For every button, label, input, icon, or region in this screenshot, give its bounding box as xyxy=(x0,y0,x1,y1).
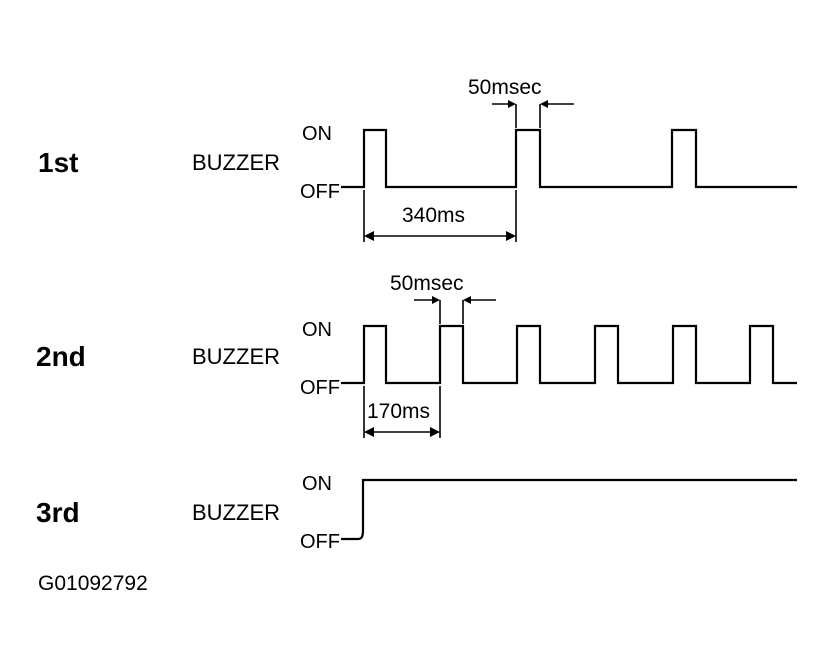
waveform-3rd xyxy=(341,478,797,541)
on-width-label-1st: 50msec xyxy=(468,76,542,99)
on-width-label-2nd: 50msec xyxy=(390,272,464,295)
on-label-1st: ON xyxy=(302,123,332,145)
waveform-2nd xyxy=(341,324,797,385)
stage-label-1st: 1st xyxy=(38,147,78,178)
row-3rd: 3rd BUZZER ON OFF xyxy=(36,473,797,553)
figure-id: G01092792 xyxy=(38,572,148,595)
on-width-dimension-1st: 50msec xyxy=(468,76,574,128)
off-label-1st: OFF xyxy=(300,181,340,203)
row-1st: 1st BUZZER ON OFF 50msec 340ms xyxy=(38,76,797,242)
on-label-2nd: ON xyxy=(302,319,332,341)
period-dimension-2nd: 170ms xyxy=(363,386,441,438)
period-label-1st: 340ms xyxy=(402,204,465,227)
period-label-2nd: 170ms xyxy=(367,400,430,423)
signal-label-2nd: BUZZER xyxy=(192,344,280,369)
stage-label-3rd: 3rd xyxy=(36,497,80,528)
period-dimension-1st: 340ms xyxy=(363,190,517,242)
signal-label-1st: BUZZER xyxy=(192,150,280,175)
off-label-2nd: OFF xyxy=(300,377,340,399)
off-label-3rd: OFF xyxy=(300,531,340,553)
signal-label-3rd: BUZZER xyxy=(192,500,280,525)
stage-label-2nd: 2nd xyxy=(36,341,86,372)
on-label-3rd: ON xyxy=(302,473,332,495)
on-width-dimension-2nd: 50msec xyxy=(390,272,496,324)
waveform-1st xyxy=(341,128,797,189)
row-2nd: 2nd BUZZER ON OFF 50msec 170ms xyxy=(36,272,797,438)
